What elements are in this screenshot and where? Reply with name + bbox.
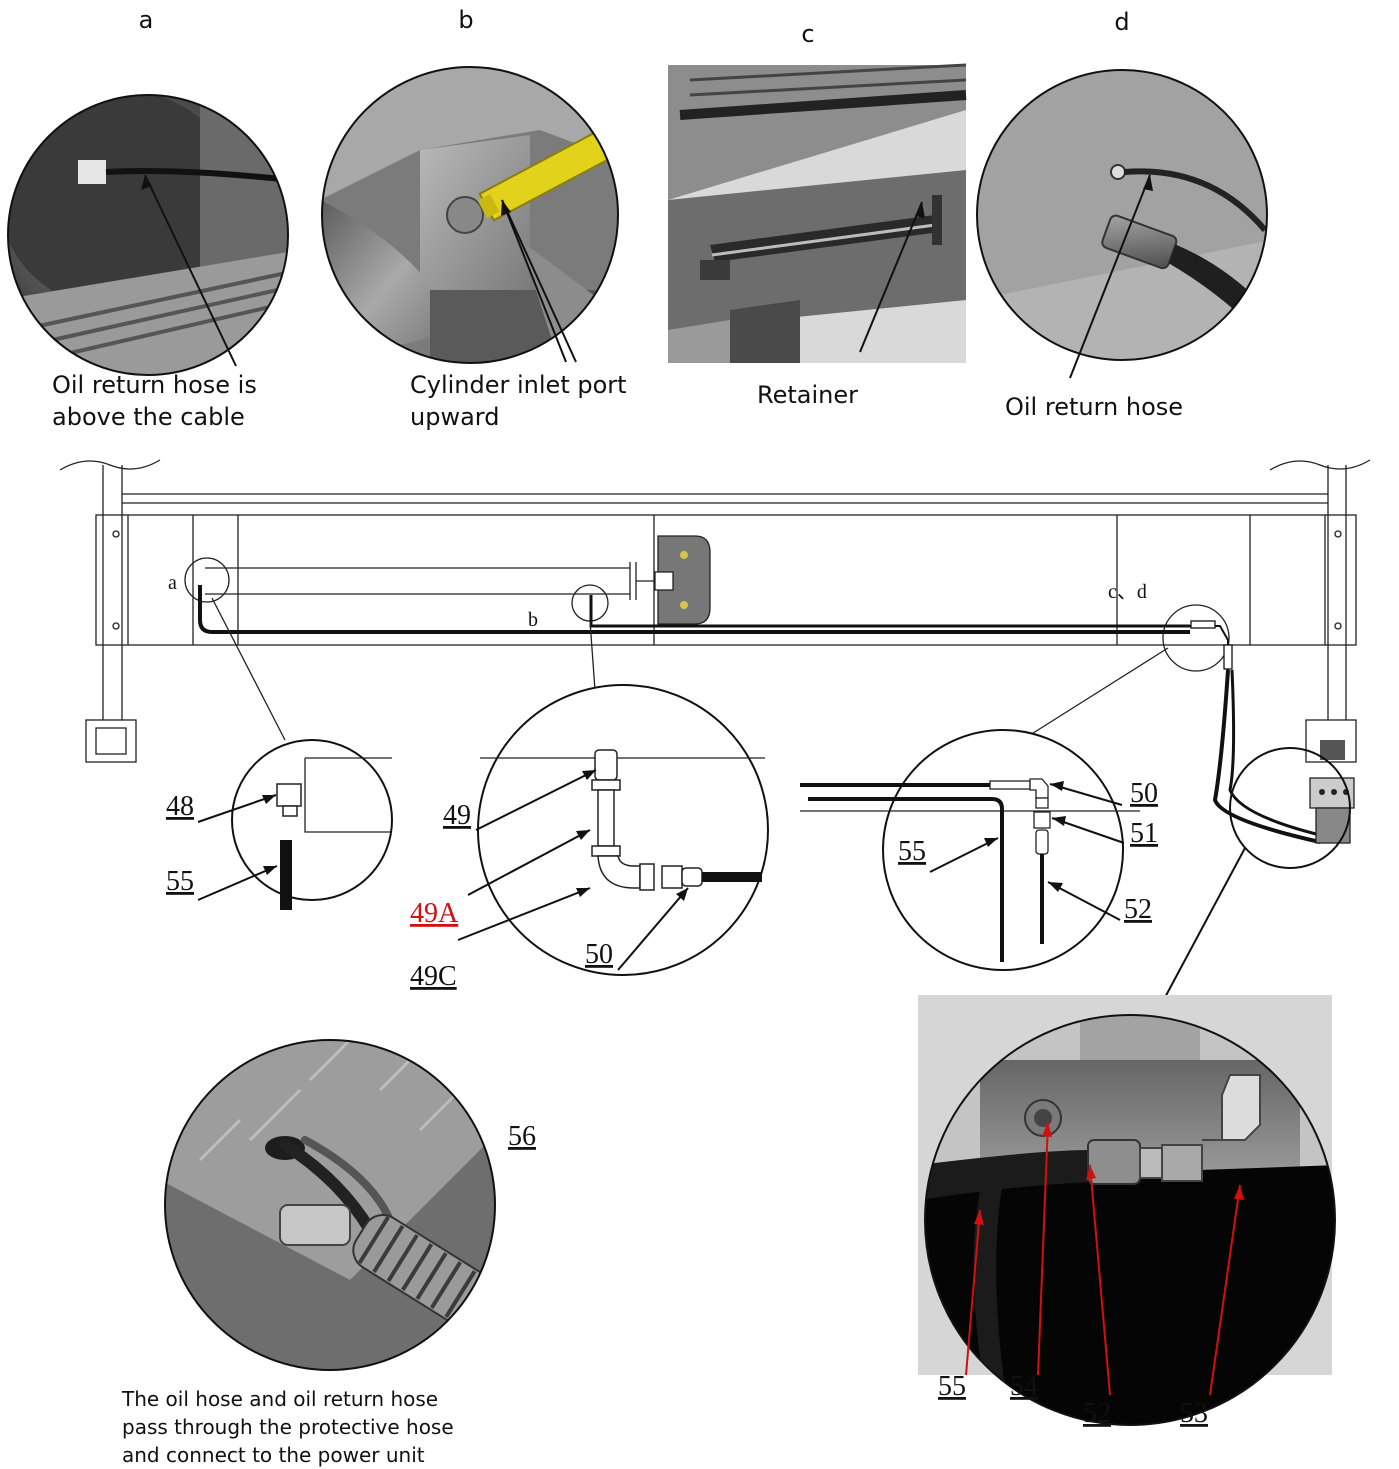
photo-b-caption-2: upward bbox=[410, 403, 499, 431]
photo-a-caption-1: Oil return hose is bbox=[52, 371, 257, 399]
detail-b: 49 49A 49C 50 bbox=[410, 620, 769, 992]
detail-a: 48 55 bbox=[166, 597, 393, 910]
photo-a-caption-2: above the cable bbox=[52, 403, 245, 431]
part-55-cd: 55 bbox=[898, 836, 926, 867]
photo-d-caption: Oil return hose bbox=[1005, 393, 1183, 421]
part-55-power: 55 bbox=[938, 1371, 966, 1402]
detail-cd: 50 51 55 52 bbox=[800, 647, 1169, 971]
part-49A: 49A bbox=[410, 898, 459, 929]
part-51: 51 bbox=[1130, 818, 1158, 849]
photo-c-letter: c bbox=[801, 20, 814, 48]
power-unit-callout bbox=[1229, 747, 1351, 869]
part-50-cd: 50 bbox=[1130, 778, 1158, 809]
detail-56-caption-2: pass through the protective hose bbox=[122, 1415, 454, 1439]
photo-b: b Cylinder inlet port upward bbox=[321, 6, 627, 431]
photo-b-caption-1: Cylinder inlet port bbox=[410, 371, 627, 399]
marker-b: b bbox=[528, 609, 538, 631]
part-55-a: 55 bbox=[166, 866, 194, 897]
marker-a: a bbox=[168, 572, 177, 594]
part-49C: 49C bbox=[410, 961, 457, 992]
detail-56-caption-1: The oil hose and oil return hose bbox=[121, 1387, 438, 1411]
detail-56-caption-3: and connect to the power unit bbox=[122, 1443, 425, 1467]
photo-a-letter: a bbox=[139, 6, 154, 34]
part-52-cd: 52 bbox=[1124, 894, 1152, 925]
power-unit bbox=[1309, 740, 1355, 844]
photo-a: a Oil return hose is above the cable bbox=[7, 6, 289, 431]
part-49: 49 bbox=[443, 800, 471, 831]
detail-power-unit: 55 54 52 53 bbox=[918, 847, 1336, 1429]
cable-pulley-plate bbox=[654, 535, 711, 625]
part-50-b: 50 bbox=[585, 939, 613, 970]
photo-c-caption: Retainer bbox=[757, 381, 858, 409]
part-48: 48 bbox=[166, 791, 194, 822]
part-54: 54 bbox=[1010, 1371, 1038, 1402]
photo-d: d Oil return hose bbox=[976, 8, 1268, 421]
part-53: 53 bbox=[1180, 1398, 1208, 1429]
photo-d-letter: d bbox=[1114, 8, 1129, 36]
photo-c: c Retainer bbox=[668, 20, 967, 409]
marker-cd: c、d bbox=[1108, 581, 1147, 603]
main-frame bbox=[59, 459, 1371, 763]
part-56: 56 bbox=[508, 1121, 536, 1152]
detail-56: 56 The oil hose and oil return hose pass… bbox=[121, 1039, 536, 1467]
part-52-power: 52 bbox=[1083, 1398, 1111, 1429]
photo-b-letter: b bbox=[458, 6, 473, 34]
